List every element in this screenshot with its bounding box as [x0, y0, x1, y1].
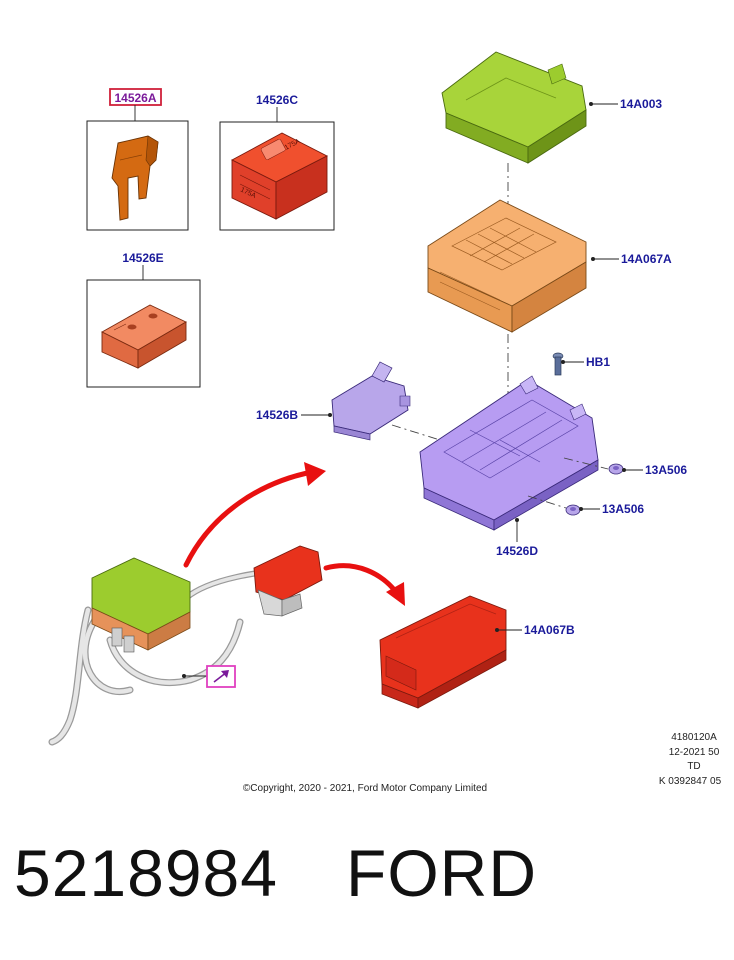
part-13A506-upper-group: 13A506: [563, 457, 687, 477]
mini-fuse-illustration: [111, 135, 159, 221]
assembly-arrow-head-upper: [304, 462, 326, 486]
clip-bracket-illustration: [331, 361, 411, 441]
part-14A003-group: 14A003: [441, 51, 662, 164]
callout-13A506-lower[interactable]: 13A506: [602, 502, 644, 516]
assembly-arrow-head-lower: [386, 582, 405, 606]
callout-HB1[interactable]: HB1: [586, 355, 610, 369]
assembly-arrow-icon: [183, 469, 315, 568]
part-14526A-group: 14526A: [86, 88, 189, 231]
part-14526E-group: 14526E: [86, 251, 201, 388]
fuse-box-illustration: [427, 199, 587, 333]
callout-14A067A[interactable]: 14A067A: [621, 252, 672, 266]
part-14526D-group: 14526D: [419, 375, 599, 558]
upper-cover-illustration: [441, 51, 587, 164]
harness-assembly-illustration: [48, 545, 323, 746]
callout-14A003[interactable]: 14A003: [620, 97, 662, 111]
assembly-axis-clip: [391, 424, 521, 466]
part-14526C-frame: [219, 121, 335, 231]
part-14526B-group: 14526B: [256, 361, 411, 441]
illustration-code-line3: TD: [687, 761, 700, 772]
callout-14526B[interactable]: 14526B: [256, 408, 298, 422]
part-14526C-group: 14526C 175A 175A: [219, 93, 335, 231]
cartridge-fuse-illustration: [101, 304, 187, 369]
part-14526A-frame: [86, 120, 189, 231]
part-14A067B-group: 14A067B: [379, 595, 575, 709]
view-arrow-icon: [213, 670, 229, 683]
lower-cover-illustration: [379, 595, 507, 709]
callout-14A067B[interactable]: 14A067B: [524, 623, 575, 637]
copyright-notice: ©Copyright, 2020 - 2021, Ford Motor Comp…: [243, 783, 487, 794]
part-14526E-frame: [86, 279, 201, 388]
part-14526A-highlight-box[interactable]: [109, 88, 162, 106]
callout-14526C[interactable]: 14526C: [256, 93, 298, 107]
bolt-illustration: [552, 352, 564, 376]
part-13A506-lower-group: 13A506: [527, 495, 644, 516]
jcase-fuse-illustration: 175A 175A: [231, 132, 328, 220]
callout-13A506-upper[interactable]: 13A506: [645, 463, 687, 477]
view-marker-group: [182, 665, 236, 688]
callout-14526E[interactable]: 14526E: [122, 251, 163, 265]
illustration-code-block: 4180120A 12-2021 50 TD K 0392847 05: [659, 732, 722, 787]
callout-14526D[interactable]: 14526D: [496, 544, 538, 558]
illustration-code-line1: 4180120A: [671, 732, 717, 743]
part-14A067A-group: 14A067A: [427, 199, 672, 333]
callout-14526A[interactable]: 14526A: [114, 91, 156, 105]
nut-lower-illustration: [565, 504, 581, 516]
illustration-code-line2: 12-2021 50: [669, 747, 720, 758]
nut-upper-illustration: [608, 463, 624, 475]
part-HB1-group: HB1: [552, 352, 610, 376]
assembly-arrow-lower: [323, 563, 399, 595]
mounting-bracket-illustration: [419, 375, 599, 531]
brand-name: FORD: [346, 836, 537, 910]
illustration-code-line4: K 0392847 05: [659, 776, 722, 787]
part-number: 5218984: [14, 836, 278, 910]
